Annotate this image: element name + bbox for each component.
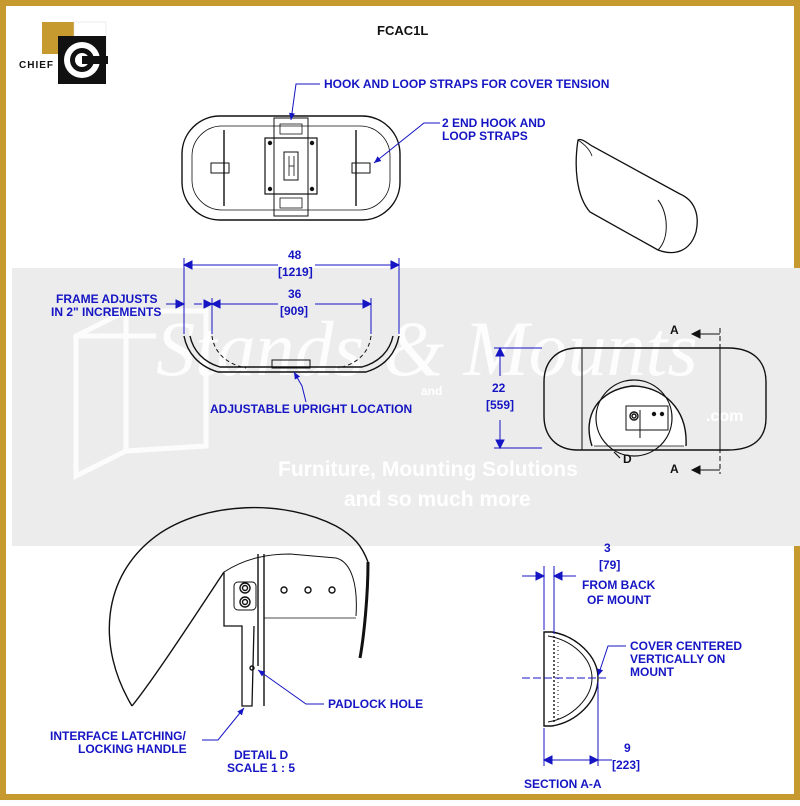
section-marker-bottom: A (670, 462, 679, 476)
watermark-line-1: Furniture, Mounting Solutions (278, 458, 578, 481)
label-end-straps-line-2: LOOP STRAPS (442, 129, 528, 143)
cover-isometric (575, 138, 698, 254)
detail-d-circle (595, 379, 673, 459)
label-from-back-line-2: OF MOUNT (587, 593, 651, 607)
side-view (543, 347, 767, 451)
label-interface-line-1: INTERFACE LATCHING/ (50, 729, 186, 743)
label-cover-centered-line-1: COVER CENTERED (630, 639, 743, 653)
label-end-straps-line-1: 2 END HOOK AND (442, 116, 546, 130)
section-aa-dims (522, 566, 626, 766)
dim-9-mm: [223] (612, 758, 641, 772)
top-view-leaders (288, 83, 440, 164)
watermark-line-2: and so much more (344, 488, 531, 511)
section-arrows (690, 329, 720, 475)
label-hook-loop-tension: HOOK AND LOOP STRAPS FOR COVER TENSION (324, 77, 610, 91)
detail-d-scale: SCALE 1 : 5 (227, 761, 296, 775)
logo-text: CHIEF (19, 60, 54, 71)
dim-3-mm: [79] (599, 558, 621, 572)
chief-logo-icon (42, 21, 108, 84)
dimension-48 (182, 258, 401, 334)
label-interface-line-2: LOCKING HANDLE (78, 742, 187, 756)
dim-3-in: 3 (604, 541, 611, 555)
dimension-22 (494, 346, 542, 450)
label-frame-adjusts-line-2: IN 2" INCREMENTS (51, 305, 162, 319)
upright-leader (293, 371, 307, 403)
dim-22-in: 22 (492, 381, 506, 395)
dim-36-in: 36 (288, 287, 302, 301)
section-aa-view (543, 631, 599, 727)
dim-9-in: 9 (624, 741, 631, 755)
label-padlock-hole: PADLOCK HOLE (328, 697, 424, 711)
label-adjustable-upright: ADJUSTABLE UPRIGHT LOCATION (210, 402, 413, 416)
label-frame-adjusts-line-1: FRAME ADJUSTS (56, 292, 158, 306)
label-cover-centered-line-3: MOUNT (630, 665, 674, 679)
front-view (183, 335, 400, 373)
dim-22-mm: [559] (486, 398, 515, 412)
watermark-domain: .com (706, 408, 744, 425)
page-title: FCAC1L (377, 23, 429, 38)
detail-d-title: DETAIL D (234, 748, 289, 762)
section-aa-title: SECTION A-A (524, 777, 602, 791)
watermark-box (73, 306, 209, 481)
watermark-small: and (421, 384, 443, 398)
label-from-back-line-1: FROM BACK (582, 578, 656, 592)
dimension-36 (166, 298, 373, 334)
top-view (181, 115, 401, 221)
dim-48-in: 48 (288, 248, 302, 262)
dim-48-mm: [1219] (278, 265, 313, 279)
detail-d-leaders (202, 669, 324, 741)
detail-d-view (108, 506, 370, 707)
label-cover-centered-line-2: VERTICALLY ON (630, 652, 726, 666)
detail-marker: D (623, 452, 632, 466)
technical-drawing (42, 21, 767, 766)
dim-36-mm: [909] (280, 304, 309, 318)
section-marker-top: A (670, 323, 679, 337)
